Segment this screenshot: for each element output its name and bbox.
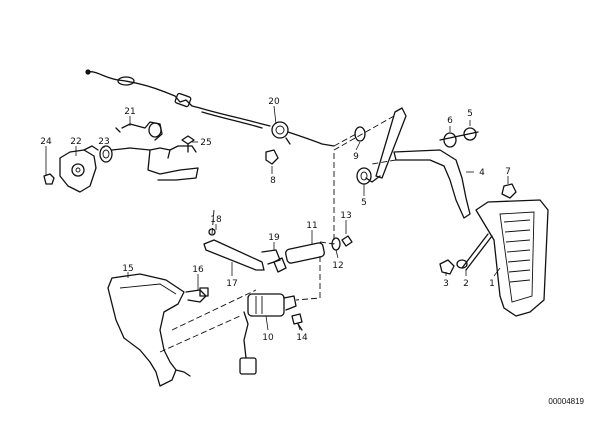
callout-15: 15	[122, 264, 133, 274]
callout-20: 20	[268, 97, 280, 107]
callout-9: 9	[353, 152, 359, 162]
callout-25: 25	[200, 138, 211, 148]
pedal-bracket	[107, 273, 209, 387]
callout-2: 2	[463, 279, 469, 289]
callout-4: 4	[479, 168, 485, 178]
throttle-linkage-assembly	[43, 121, 279, 193]
callout-13: 13	[340, 211, 351, 221]
callout-24: 24	[40, 137, 52, 147]
callout-1: 1	[489, 279, 495, 289]
accelerator-cable	[85, 69, 335, 147]
callout-21: 21	[124, 107, 135, 117]
callout-5-lower: 5	[361, 198, 367, 208]
callout-23: 23	[98, 137, 109, 147]
callout-17: 17	[226, 279, 237, 289]
callout-leaders	[45, 105, 509, 331]
callout-5-upper: 5	[467, 109, 473, 119]
callout-8: 8	[270, 176, 276, 186]
callout-10: 10	[262, 333, 274, 343]
callout-22: 22	[70, 137, 81, 147]
assembly-guide-lines	[159, 115, 397, 353]
callout-16: 16	[192, 265, 204, 275]
callout-6: 6	[447, 116, 453, 126]
callout-14: 14	[296, 333, 308, 343]
callout-19: 19	[268, 233, 280, 243]
callout-18: 18	[210, 215, 222, 225]
callout-3: 3	[443, 279, 449, 289]
callout-12: 12	[332, 261, 343, 271]
pedal-assembly	[354, 107, 549, 317]
document-id: 00004819	[548, 397, 584, 406]
callout-7: 7	[505, 167, 511, 177]
callout-labels: 1 2 3 4 5 5 6 7 8 9 10 11 12 13 14 15 16…	[40, 97, 511, 343]
callout-11: 11	[306, 221, 317, 231]
